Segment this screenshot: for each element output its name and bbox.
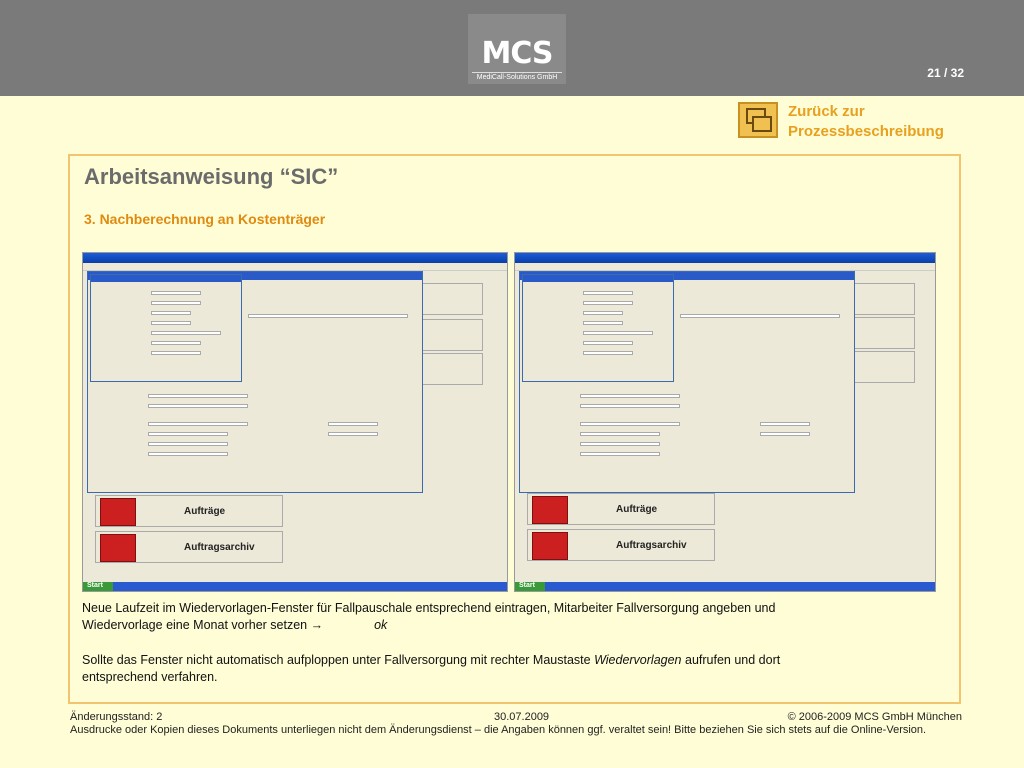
subdialog-field [583, 341, 633, 345]
instruction-1-line-1: Neue Laufzeit im Wiedervorlagen-Fenster … [82, 601, 776, 615]
dialog-titlebar [88, 272, 422, 280]
auftraege-label: Aufträge [616, 504, 658, 515]
subdialog-field [583, 311, 623, 315]
subdialog-field [151, 351, 201, 355]
wiedervorlage-dialog [522, 274, 674, 382]
app-menubar [83, 263, 507, 271]
app-titlebar [83, 253, 507, 263]
mcs-logo: MCS MediCall-Solutions GmbH [468, 14, 566, 84]
dialog-field [580, 422, 680, 426]
page-title: Arbeitsanweisung “SIC” [84, 164, 339, 189]
instruction-1-line-2-text: Wiedervorlage eine Monat vorher setzen → [82, 618, 324, 632]
back-link-line1: Zurück zur [788, 103, 865, 120]
screenshot-right: lagen ungen gsarchiv Aufträge Auftragsar… [514, 252, 936, 592]
fallversorgung-dialog [519, 271, 855, 493]
page-number: 21 / 32 [927, 66, 964, 80]
dialog-field [248, 314, 408, 318]
subdialog-field [583, 291, 633, 295]
windows-taskbar: Start [83, 582, 507, 591]
dialog-field [148, 394, 248, 398]
wiedervorlagen-keyword: Wiedervorlagen [594, 653, 682, 667]
subdialog-field [151, 291, 201, 295]
dialog-field [148, 452, 228, 456]
subdialog-field [151, 321, 191, 325]
subdialog-titlebar [91, 275, 241, 282]
subdialog-field [151, 301, 201, 305]
dialog-field [580, 432, 660, 436]
start-button: Start [83, 582, 113, 591]
window-frame-front [752, 116, 772, 132]
auftragsarchiv-label: Auftragsarchiv [616, 540, 687, 551]
back-link-line2: Prozessbeschreibung [788, 123, 944, 140]
ok-keyword: ok [374, 618, 388, 632]
dialog-field [328, 432, 378, 436]
dialog-field [580, 452, 660, 456]
auftraege-task: Aufträge [527, 493, 715, 525]
disclaimer: Ausdrucke oder Kopien dieses Dokuments u… [70, 724, 927, 736]
instruction-2-line-2: entsprechend verfahren. [82, 670, 218, 684]
dialog-field [148, 422, 248, 426]
instruction-2-suffix: aufrufen und dort [685, 653, 781, 667]
subdialog-field [151, 331, 221, 335]
dialog-field [148, 442, 228, 446]
dialog-field [760, 422, 810, 426]
subdialog-field [151, 341, 201, 345]
dialog-field [580, 442, 660, 446]
auftragsarchiv-label: Auftragsarchiv [184, 542, 255, 553]
instruction-2-prefix: Sollte das Fenster nicht automatisch auf… [82, 653, 591, 667]
document-date: 30.07.2009 [494, 711, 550, 723]
subdialog-field [583, 331, 653, 335]
dialog-field [580, 404, 680, 408]
back-to-process-icon[interactable] [738, 102, 778, 138]
dialog-field [148, 432, 228, 436]
windows-taskbar: Start [515, 582, 935, 591]
dialog-field [148, 404, 248, 408]
auftraege-task: Aufträge [95, 495, 283, 527]
logo-divider [472, 72, 562, 73]
archive-icon [532, 532, 568, 560]
subdialog-field [583, 301, 633, 305]
subdialog-field [583, 321, 623, 325]
dialog-field [328, 422, 378, 426]
dialog-field [580, 394, 680, 398]
logo-subtitle: MediCall-Solutions GmbH [476, 74, 558, 81]
subdialog-field [151, 311, 191, 315]
copyright: © 2006-2009 MCS GmbH München [787, 711, 962, 723]
auftragsarchiv-task: Auftragsarchiv [527, 529, 715, 561]
instruction-2-line-1: Sollte das Fenster nicht automatisch auf… [82, 652, 942, 669]
instruction-paragraph-2: Sollte das Fenster nicht automatisch auf… [82, 652, 942, 686]
back-to-process-link[interactable]: Zurück zur Prozessbeschreibung [788, 102, 944, 142]
instruction-1-line-2: Wiedervorlage eine Monat vorher setzen →… [82, 617, 942, 634]
logo-text: MCS [481, 36, 553, 71]
dialog-titlebar [520, 272, 854, 280]
start-button: Start [515, 582, 545, 591]
auftragsarchiv-task: Auftragsarchiv [95, 531, 283, 563]
folder-icon [532, 496, 568, 524]
subdialog-titlebar [523, 275, 673, 282]
dialog-field [760, 432, 810, 436]
subdialog-field [583, 351, 633, 355]
section-subtitle: 3. Nachberechnung an Kostenträger [84, 211, 326, 227]
wiedervorlage-dialog [90, 274, 242, 382]
revision-status: Änderungsstand: 2 [70, 711, 163, 723]
instruction-paragraph-1: Neue Laufzeit im Wiedervorlagen-Fenster … [82, 600, 942, 634]
fallversorgung-dialog [87, 271, 423, 493]
header-bar: MCS MediCall-Solutions GmbH 21 / 32 [0, 0, 1024, 96]
app-titlebar [515, 253, 935, 263]
folder-icon [100, 498, 136, 526]
auftraege-label: Aufträge [184, 506, 226, 517]
dialog-field [680, 314, 840, 318]
app-menubar [515, 263, 935, 271]
archive-icon [100, 534, 136, 562]
screenshot-left: lagen ungen gsarchiv Aufträge Auftragsar… [82, 252, 508, 592]
